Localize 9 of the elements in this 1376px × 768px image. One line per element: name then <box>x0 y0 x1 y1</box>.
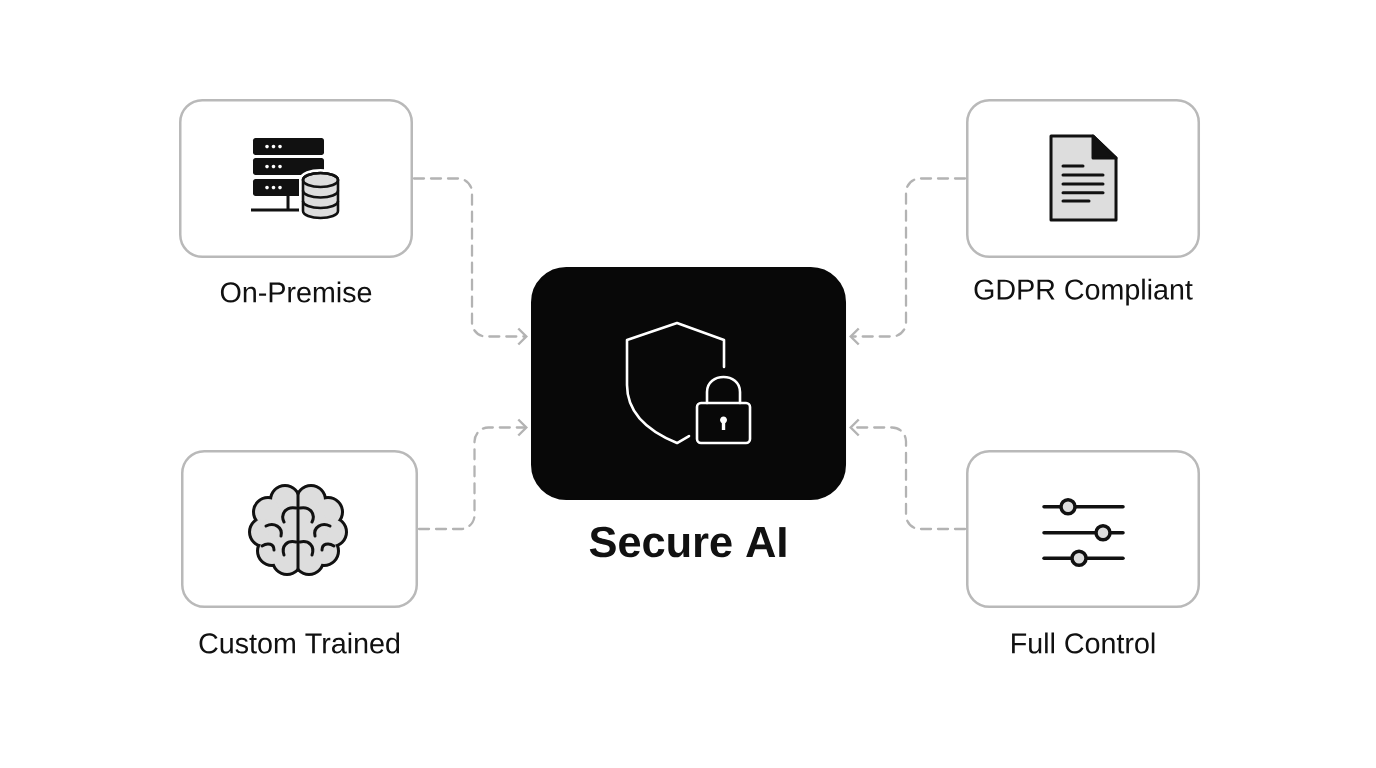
box-label: Secure AI <box>589 526 786 558</box>
dashed-arrow <box>412 177 528 346</box>
dashed-arrow <box>849 418 967 531</box>
box-label: Full Control <box>1012 632 1155 654</box>
box-label: Custom Trained <box>199 632 400 654</box>
dashed-arrow <box>417 418 528 531</box>
box-label: On-Premise <box>220 281 372 303</box>
dashed-arrow <box>849 177 967 346</box>
box-label: GDPR Compliant <box>974 278 1193 306</box>
